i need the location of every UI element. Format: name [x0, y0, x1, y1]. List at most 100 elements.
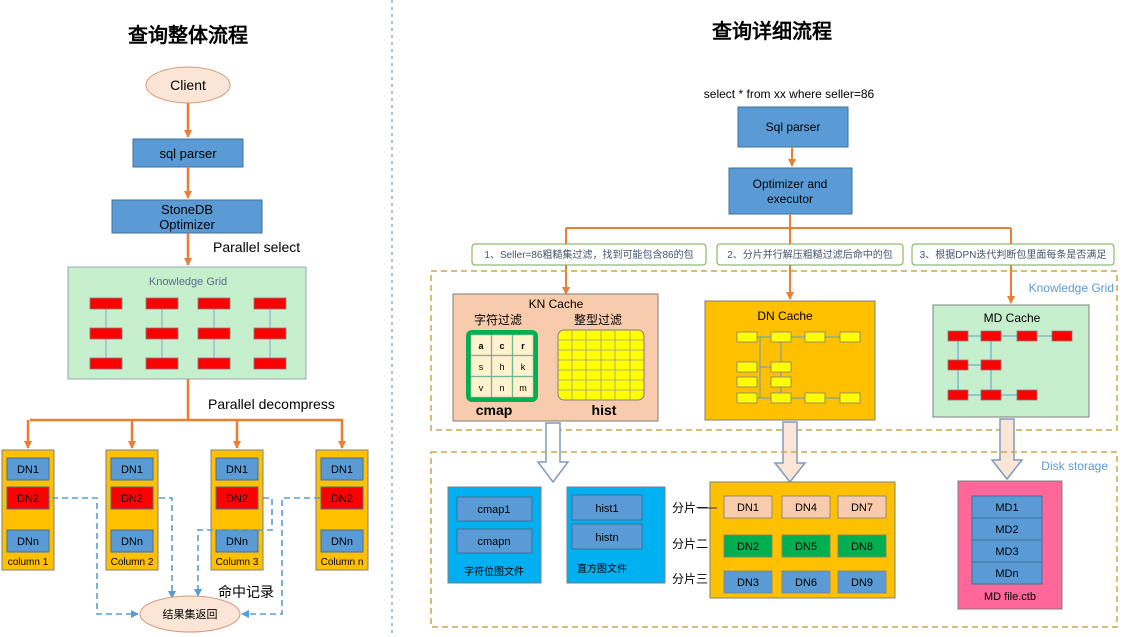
left-optimizer-line1: StoneDB	[161, 202, 213, 217]
dn-cache-blocks	[736, 331, 861, 404]
right-title: 查询详细流程	[712, 19, 832, 43]
cmap-file-1-label: cmap1	[477, 504, 510, 516]
kg-block	[197, 327, 231, 340]
int-filter-label: 整型过滤	[574, 312, 622, 327]
right-sql-parser-box	[737, 106, 849, 148]
kg-block	[145, 327, 179, 340]
column-name-label: Column 3	[216, 557, 259, 568]
char-filter-label: 字符过滤	[474, 312, 522, 327]
step2-box	[716, 243, 904, 266]
disk-storage-frame	[430, 451, 1118, 628]
cmap-cell	[512, 355, 534, 377]
left-kg-label: Knowledge Grid	[149, 276, 227, 288]
column-dnn-label: DNn	[226, 536, 248, 548]
dn-cell-label: DN1	[737, 502, 759, 514]
column-dn2	[215, 486, 259, 510]
column-dnn-label: DNn	[331, 536, 353, 548]
md-item-label: MD2	[995, 524, 1018, 536]
column-dn1-label: DN1	[17, 464, 39, 476]
column-name-label: Column 2	[111, 557, 154, 568]
cmap-label: cmap	[476, 402, 513, 418]
column-dn1	[320, 457, 364, 481]
column-dnn	[320, 529, 364, 553]
column-arrows	[24, 420, 346, 449]
result-label: 结果集返回	[163, 607, 218, 621]
kg-block	[253, 327, 287, 340]
column-dn1	[110, 457, 154, 481]
dn-cell-label: DN6	[795, 577, 817, 589]
kg-block	[89, 297, 123, 310]
cmap-cell-label: m	[519, 383, 527, 393]
md-item-label: MD3	[995, 546, 1018, 558]
cmap-file-1	[456, 496, 533, 522]
cmap-cell-label: h	[499, 362, 504, 372]
hist-grid-lines	[558, 330, 644, 400]
column-dn1	[6, 457, 50, 481]
dn-cell-label: DN3	[737, 577, 759, 589]
hist-file-1-label: hist1	[595, 503, 618, 515]
cmap-cell	[491, 334, 513, 356]
right-optimizer-line2: executor	[767, 192, 813, 206]
dn-cell-label: DN8	[851, 541, 873, 553]
cmap-cell-label: c	[499, 341, 504, 351]
column-dn1-label: DN1	[121, 464, 143, 476]
kg-block	[253, 357, 287, 370]
parallel-select-label: Parallel select	[213, 239, 300, 255]
cmap-file-n	[456, 528, 533, 554]
hit-records-label: 命中记录	[218, 584, 274, 600]
step2-label: 2、分片并行解压粗糙过滤后命中的包	[727, 248, 893, 261]
cmap-caption: 字符位图文件	[464, 565, 524, 578]
column-dn1	[215, 457, 259, 481]
cmap-cell-label: r	[521, 341, 525, 351]
left-title: 查询整体流程	[128, 23, 248, 47]
column-name-label: column 1	[8, 557, 49, 568]
dn-cell	[837, 570, 887, 594]
dn-cell-label: DN7	[851, 502, 873, 514]
dn-cell-label: DN2	[737, 541, 759, 553]
md-file-label: MD file.ctb	[984, 591, 1036, 603]
dn-cell	[723, 570, 773, 594]
cmap-cell	[470, 334, 492, 356]
left-sql-parser-box	[132, 138, 244, 168]
right-sql-parser-label: Sql parser	[766, 120, 821, 134]
dn-cell	[723, 495, 773, 519]
column-dn1-label: DN1	[226, 464, 248, 476]
parallel-decompress-label: Parallel decompress	[208, 396, 335, 412]
dn-cell	[781, 570, 831, 594]
kg-block	[145, 357, 179, 370]
result-node	[139, 595, 241, 633]
step3-label: 3、根据DPN迭代判断包里面每条是否满足	[920, 248, 1107, 261]
kg-block	[89, 357, 123, 370]
hollow-arrow-md	[990, 418, 1024, 481]
kg-block	[89, 327, 123, 340]
kg-block	[145, 297, 179, 310]
left-kg-blocks	[89, 297, 287, 370]
dn-cell	[837, 534, 887, 558]
hist-label: hist	[592, 402, 617, 418]
shard-3-label: 分片三	[672, 572, 708, 586]
left-optimizer-line2: Optimizer	[159, 217, 215, 232]
hist-file-1	[571, 494, 643, 521]
md-item-label: MD1	[995, 502, 1018, 514]
kg-block	[253, 297, 287, 310]
dn-cell	[781, 495, 831, 519]
column-dn2	[320, 486, 364, 510]
cmap-cell	[491, 376, 513, 398]
dn-cell-label: DN5	[795, 541, 817, 553]
result-dash-lines	[52, 497, 320, 618]
column-dn2-label: DN2	[226, 493, 248, 505]
step1-box	[471, 243, 707, 266]
cmap-file-n-label: cmapn	[477, 536, 510, 548]
dn-cell	[837, 495, 887, 519]
column-dnn	[6, 529, 50, 553]
column-dn2	[110, 486, 154, 510]
column-dn2-label: DN2	[121, 493, 143, 505]
kg-block	[197, 357, 231, 370]
cmap-cell-label: n	[499, 383, 504, 393]
right-optimizer-line1: Optimizer and	[753, 177, 828, 191]
dn-cell	[781, 534, 831, 558]
